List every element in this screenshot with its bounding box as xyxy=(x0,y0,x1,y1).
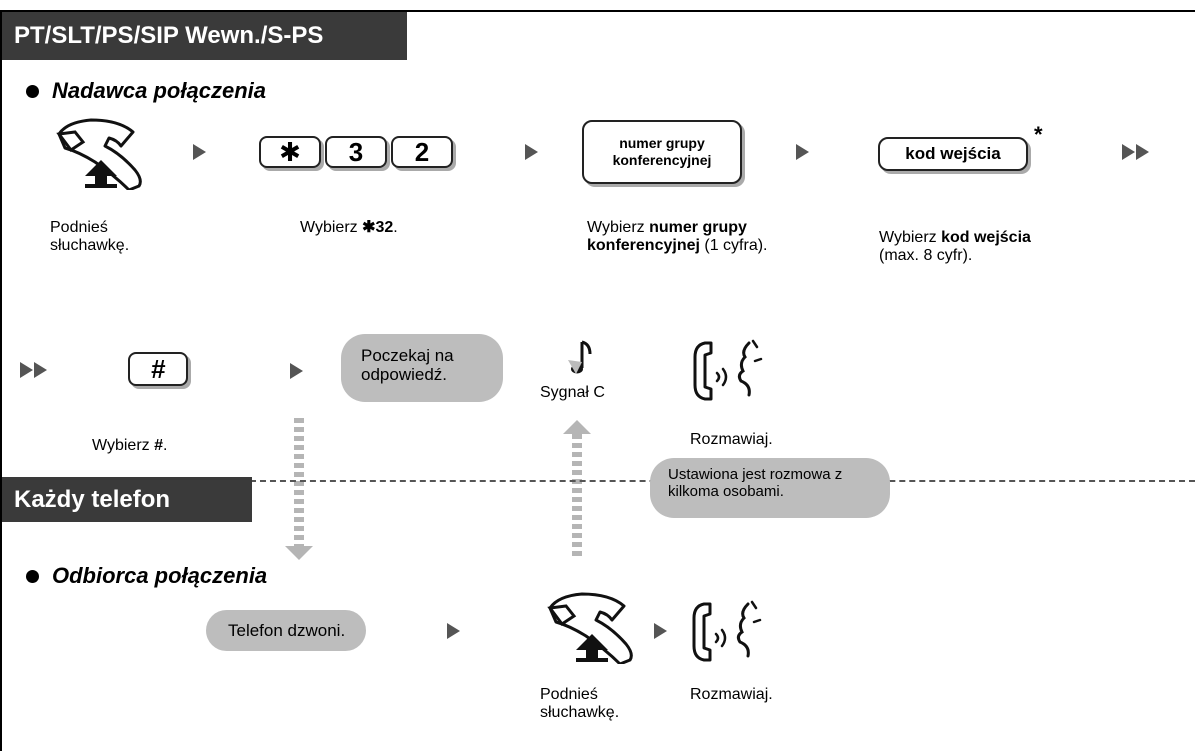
group-caption-bold: numer grupy konferencyjnej xyxy=(587,219,747,254)
receiver-section-title: Odbiorca połączenia xyxy=(26,563,267,589)
lift-handset-caption-receiver: Podnieś słuchawkę. xyxy=(540,686,620,721)
arrow-icon xyxy=(290,363,303,379)
dial-code-prefix: Wybierz xyxy=(300,219,363,236)
entry-code-footnote-mark: * xyxy=(1034,122,1043,147)
connector-down xyxy=(294,418,304,546)
arrow-icon xyxy=(447,623,460,639)
entry-code-box: kod wejścia xyxy=(878,137,1028,171)
arrow-icon xyxy=(193,144,206,160)
header-phone-types-label: PT/SLT/PS/SIP Wewn./S-PS xyxy=(14,22,324,49)
hash-key-label: # xyxy=(150,353,166,384)
entry-code-caption: Wybierz kod wejścia (max. 8 cyfr). xyxy=(879,229,1069,265)
arrow-icon xyxy=(654,623,667,639)
handset-lift-icon xyxy=(547,592,633,664)
hash-caption-suffix: . xyxy=(163,437,168,454)
hash-caption-bold: # xyxy=(154,437,163,454)
talk-icon xyxy=(693,339,763,401)
group-caption-prefix: Wybierz xyxy=(587,219,650,236)
conference-established-bubble: Ustawiona jest rozmowa z kilkoma osobami… xyxy=(650,458,890,518)
wait-bubble: Poczekaj na odpowiedź. xyxy=(341,334,503,402)
tone-c-label: Sygnał C xyxy=(540,384,605,401)
frame-left-line xyxy=(0,10,2,751)
code-caption-suffix: (max. 8 cyfr). xyxy=(879,247,973,264)
handset-lift-icon xyxy=(56,118,142,190)
continue-arrow-icon xyxy=(20,362,47,378)
group-number-box-label: numer grupy konferencyjnej xyxy=(612,135,712,168)
connector-down-arrowhead-icon xyxy=(285,546,313,560)
connector-up-arrowhead-icon xyxy=(563,420,591,434)
arrow-icon xyxy=(525,144,538,160)
header-any-phone-label: Każdy telefon xyxy=(14,485,171,513)
star-key: ✱ xyxy=(259,136,321,168)
bullet-icon xyxy=(26,569,39,583)
dial-hash-caption: Wybierz #. xyxy=(92,437,167,455)
dial-code-value: ✱32 xyxy=(362,219,394,236)
music-note-icon xyxy=(568,340,592,374)
star-key-label: ✱ xyxy=(279,136,301,167)
continue-arrow-icon xyxy=(1122,144,1149,160)
dial-code-suffix: . xyxy=(393,219,398,236)
code-caption-prefix: Wybierz xyxy=(879,229,942,246)
bullet-icon xyxy=(26,84,39,98)
receiver-section-label: Odbiorca połączenia xyxy=(52,563,268,588)
talk-icon xyxy=(692,600,762,662)
header-phone-types: PT/SLT/PS/SIP Wewn./S-PS xyxy=(2,12,407,60)
lift-handset-caption: Podnieś słuchawkę. xyxy=(50,219,130,254)
caller-section-label: Nadawca połączenia xyxy=(52,78,266,103)
talk-caption-receiver: Rozmawiaj. xyxy=(690,686,773,703)
hash-key: # xyxy=(128,352,188,386)
key-2-label: 2 xyxy=(414,136,430,167)
code-caption-bold: kod wejścia xyxy=(941,229,1031,246)
entry-code-box-label: kod wejścia xyxy=(905,144,1001,163)
key-3: 3 xyxy=(325,136,387,168)
key-3-label: 3 xyxy=(348,136,364,167)
dial-code-caption: Wybierz ✱32. xyxy=(300,219,398,237)
ringing-bubble: Telefon dzwoni. xyxy=(206,610,366,651)
caller-section-title: Nadawca połączenia xyxy=(26,78,266,104)
group-number-box: numer grupy konferencyjnej xyxy=(582,120,742,184)
frame-top-line xyxy=(0,10,1195,12)
key-2: 2 xyxy=(391,136,453,168)
header-any-phone: Każdy telefon xyxy=(2,477,252,522)
hash-caption-prefix: Wybierz xyxy=(92,437,155,454)
talk-caption: Rozmawiaj. xyxy=(690,431,773,448)
group-number-caption: Wybierz numer grupy konferencyjnej (1 cy… xyxy=(587,219,817,255)
group-caption-suffix: (1 cyfra). xyxy=(699,237,768,254)
connector-up xyxy=(572,434,582,560)
arrow-icon xyxy=(796,144,809,160)
